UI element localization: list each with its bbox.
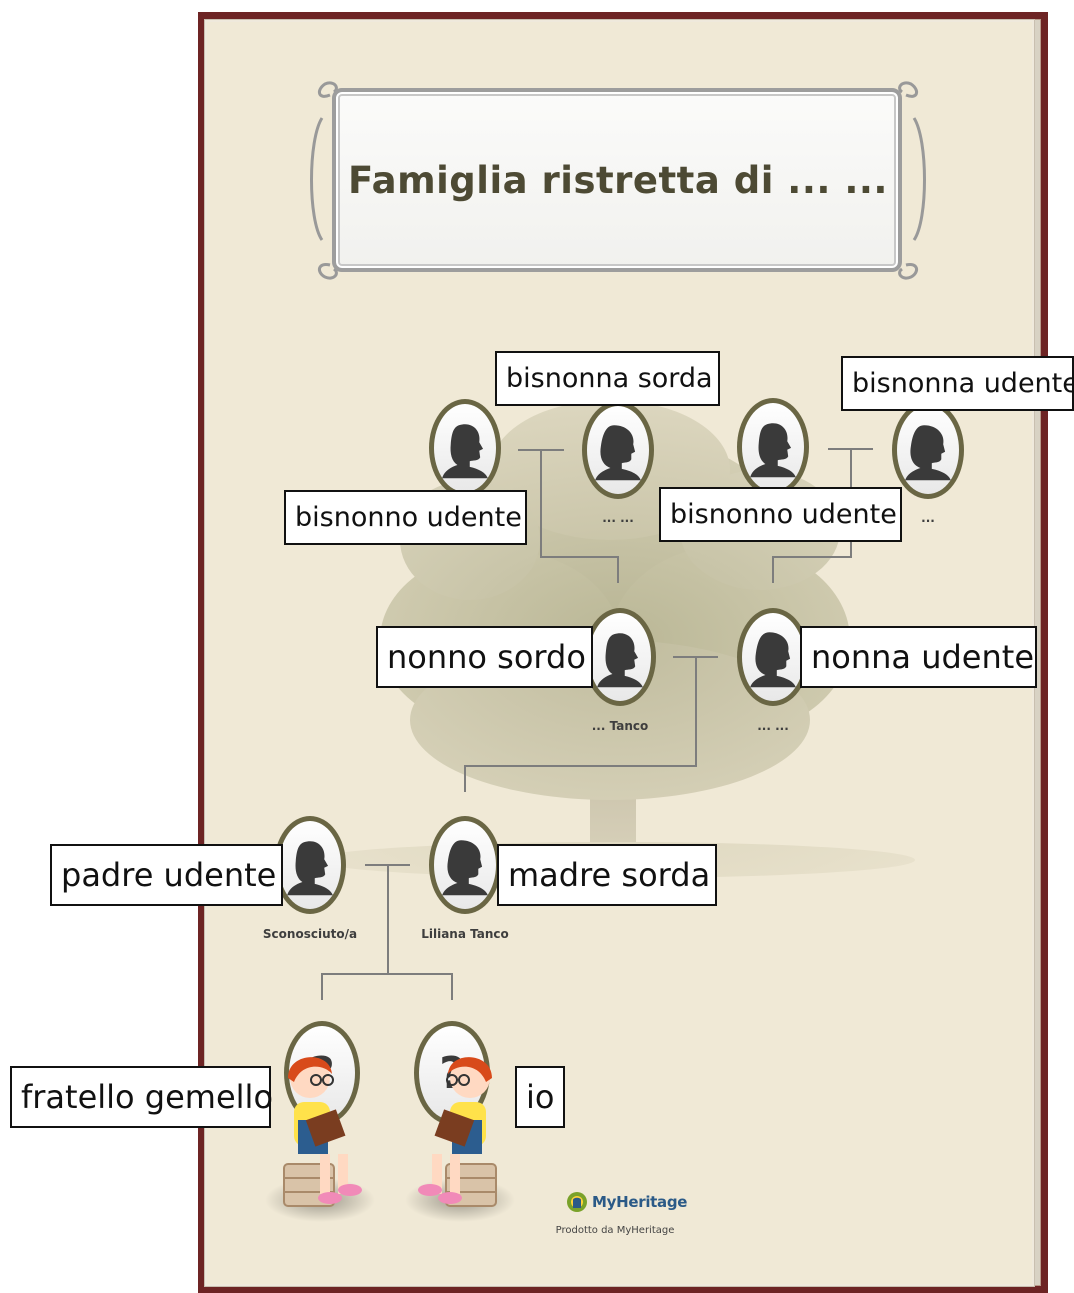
connector-lines [321, 448, 873, 1000]
callout-grandmother-hearing: nonna udente [800, 626, 1037, 688]
callout-great-grandmother-deaf: bisnonna sorda [495, 351, 720, 406]
child-reading-icon [405, 1057, 515, 1222]
caption-mother: Liliana Tanco [421, 927, 509, 941]
portrait-grandmother[interactable] [737, 608, 809, 706]
portrait-great-grandfather-1[interactable] [429, 399, 501, 497]
myheritage-logo-icon [567, 1192, 587, 1212]
credit-text: Prodotto da MyHeritage [555, 1225, 675, 1236]
portrait-grandfather[interactable] [584, 608, 656, 706]
callout-grandfather-deaf: nonno sordo [376, 626, 593, 688]
title-banner: Famiglia ristretta di ... ... [318, 80, 918, 280]
callout-mother-deaf: madre sorda [497, 844, 717, 906]
caption-father: Sconosciuto/a [262, 927, 358, 941]
title-banner-box [332, 88, 902, 272]
child-reading-icon [265, 1057, 375, 1222]
caption-grandfather: ... Tanco [591, 719, 649, 733]
caption-great-grandmother-1: ... ... [602, 511, 634, 525]
caption-grandmother: ... ... [757, 719, 789, 733]
callout-twin-brother: fratello gemello [10, 1066, 273, 1128]
callout-father-hearing: padre udente [50, 844, 283, 906]
portrait-great-grandmother-2[interactable] [892, 401, 964, 499]
callout-me: io [515, 1066, 565, 1128]
callout-great-grandfather-hearing-1: bisnonno udente [284, 490, 527, 545]
portrait-mother[interactable] [429, 816, 501, 914]
myheritage-logo[interactable]: MyHeritage [566, 1190, 706, 1214]
banner-ornament [310, 81, 926, 280]
caption-great-grandmother-2: ... [921, 511, 935, 525]
callout-great-grandfather-hearing-2: bisnonno udente [659, 487, 902, 542]
logo-text: MyHeritage [592, 1193, 688, 1211]
page-title: Famiglia ristretta di ... ... [348, 158, 888, 202]
portrait-great-grandmother-1[interactable] [582, 401, 654, 499]
portrait-father[interactable] [274, 816, 346, 914]
callout-great-grandmother-hearing: bisnonna udente [841, 356, 1074, 411]
portrait-great-grandfather-2[interactable] [737, 398, 809, 496]
